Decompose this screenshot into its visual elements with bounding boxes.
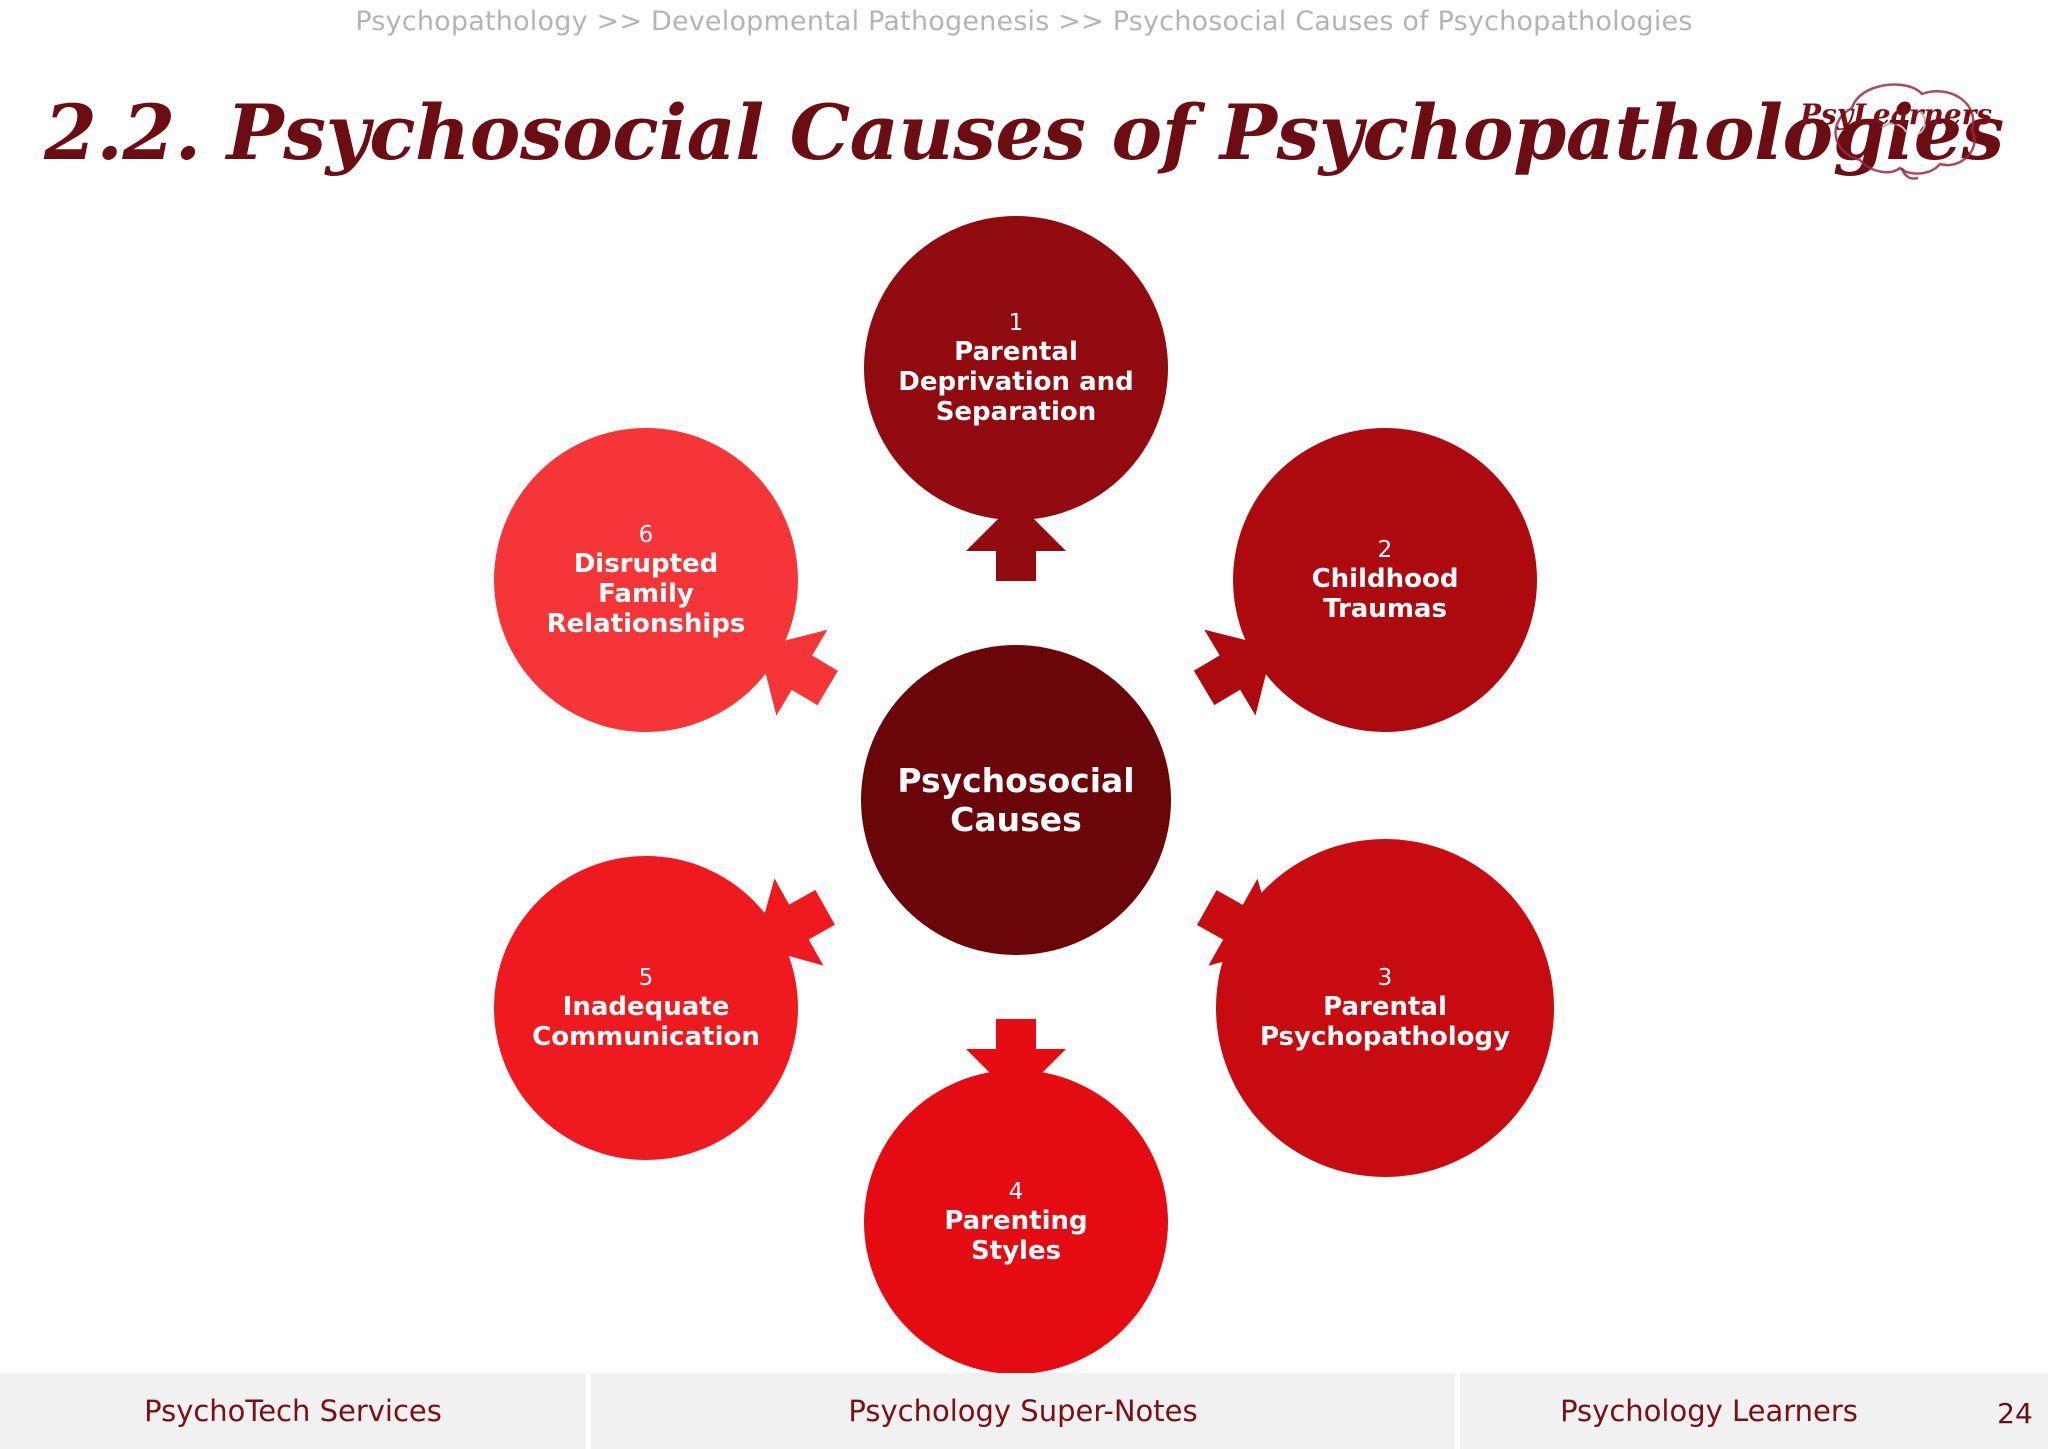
footer-right: Psychology Learners (1460, 1373, 2048, 1449)
node-number: 4 (1008, 1179, 1024, 1205)
center-node-label: Psychosocial Causes (897, 761, 1135, 839)
node-label: Inadequate Communication (532, 992, 760, 1052)
node-label: Parenting Styles (944, 1206, 1088, 1266)
page-title: 2.2. Psychosocial Causes of Psychopathol… (44, 88, 2004, 177)
brain-icon (1834, 83, 1976, 180)
center-node: Psychosocial Causes (861, 645, 1171, 955)
arrow-to-node-1 (966, 501, 1066, 581)
node-number: 2 (1377, 537, 1393, 563)
footer-left: PsychoTech Services (0, 1373, 586, 1449)
node-number: 3 (1377, 965, 1393, 991)
footer-center: Psychology Super-Notes (591, 1373, 1455, 1449)
arrow-to-node-4 (966, 1019, 1066, 1099)
node-label: Childhood Traumas (1311, 564, 1459, 624)
node-parenting-styles: 4 Parenting Styles (864, 1070, 1168, 1374)
node-number: 1 (1008, 310, 1024, 336)
breadcrumb: Psychopathology >> Developmental Pathoge… (355, 6, 1693, 37)
node-label: Disrupted Family Relationships (546, 549, 746, 639)
node-number: 6 (638, 522, 654, 548)
logo: PsyLearners (1790, 72, 1993, 182)
node-inadequate-communication: 5 Inadequate Communication (494, 856, 798, 1160)
node-parental-deprivation: 1 Parental Deprivation and Separation (864, 216, 1168, 520)
node-parental-psychopathology: 3 Parental Psychopathology (1216, 839, 1554, 1177)
logo-text: PsyLearners (1800, 98, 1993, 131)
footer-bar: PsychoTech Services Psychology Super-Not… (0, 1373, 2048, 1449)
node-label: Parental Deprivation and Separation (898, 337, 1134, 427)
node-childhood-traumas: 2 Childhood Traumas (1233, 428, 1537, 732)
node-label: Parental Psychopathology (1259, 992, 1511, 1052)
page-number: 24 (1997, 1397, 2033, 1430)
node-disrupted-family: 6 Disrupted Family Relationships (494, 428, 798, 732)
node-number: 5 (638, 965, 654, 991)
